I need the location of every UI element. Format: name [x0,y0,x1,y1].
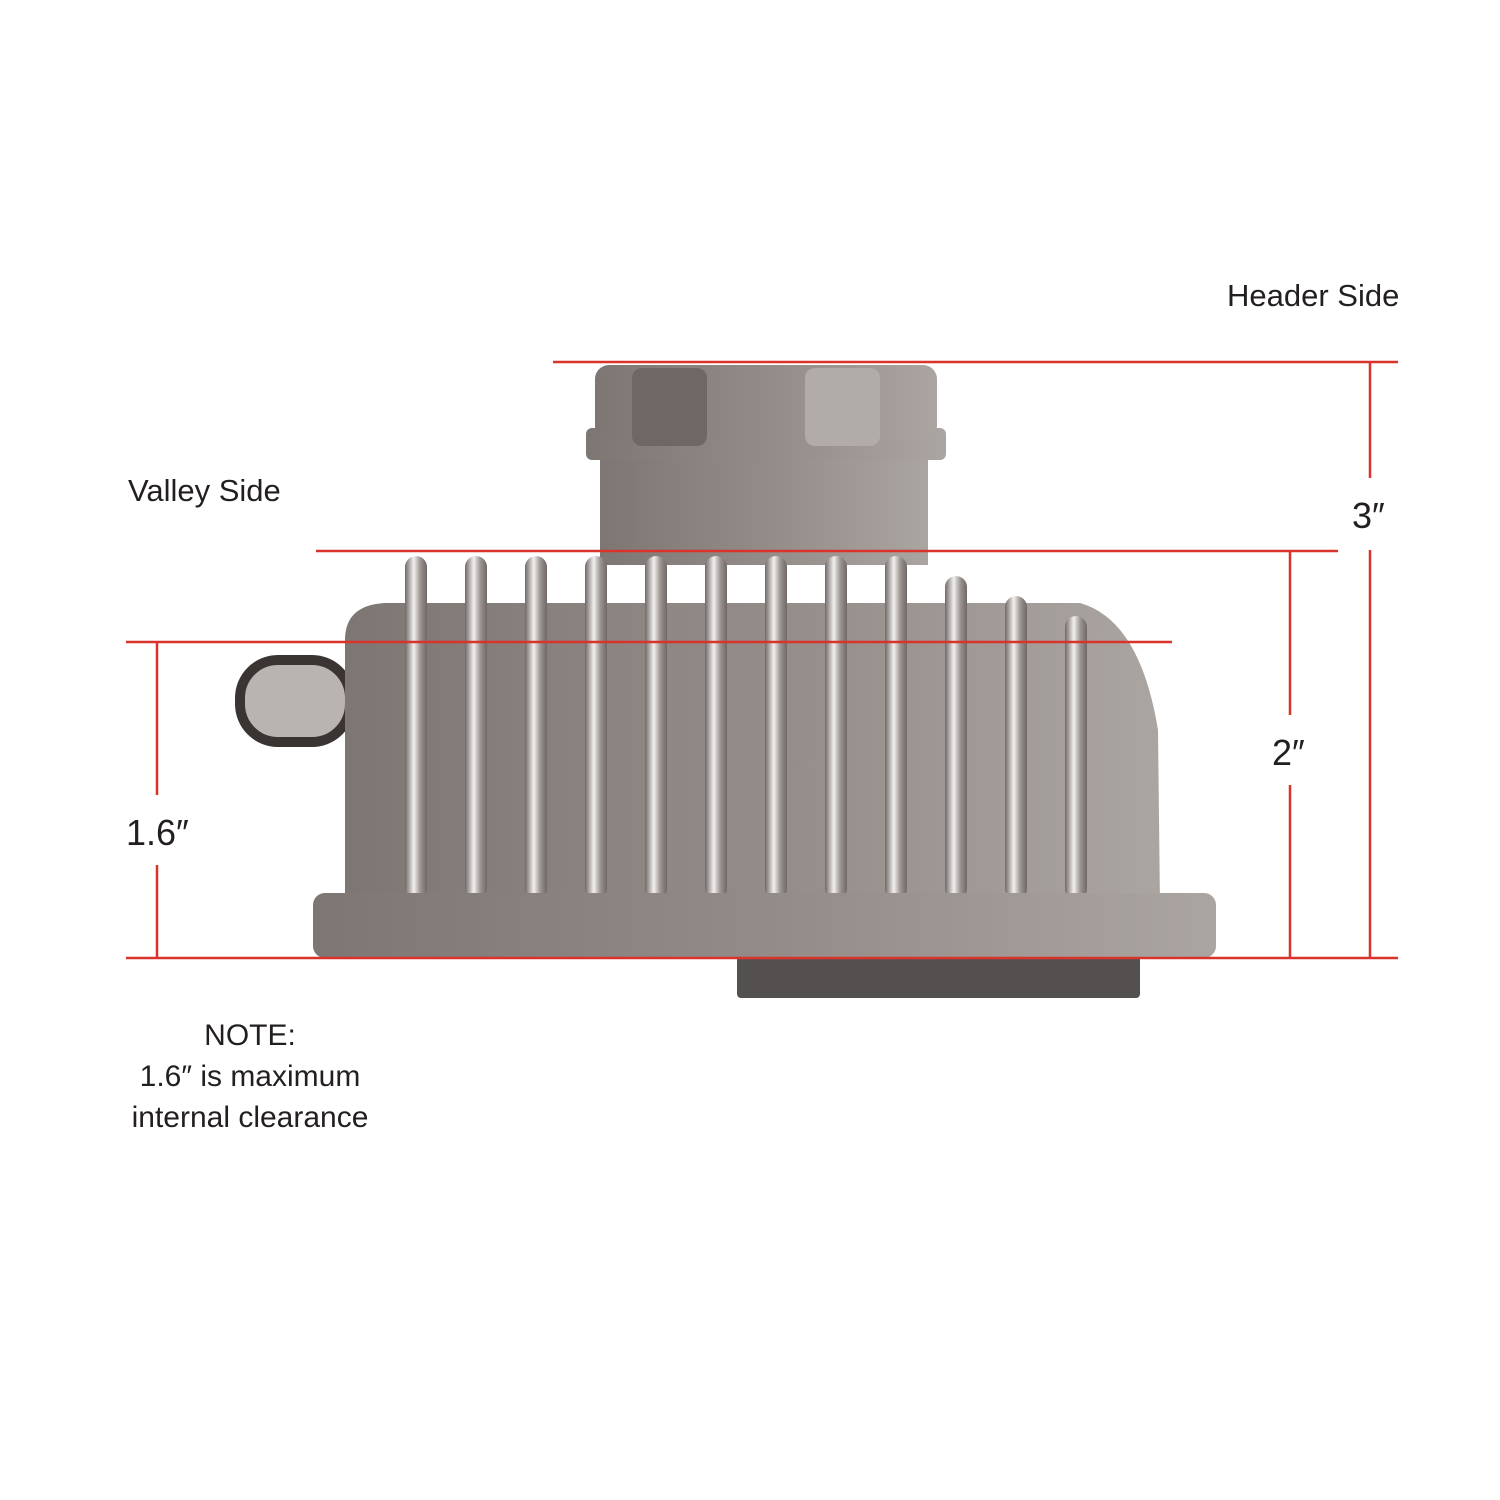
cooling-fin [585,556,607,900]
header-side-label: Header Side [1227,278,1400,313]
oil-cap-neck [600,455,928,565]
cooling-fin [885,556,907,900]
cooling-fin [645,556,667,900]
note-line-2: internal clearance [131,1101,369,1134]
cooling-fin [1005,596,1027,900]
valley-side-label: Valley Side [128,473,281,508]
cooling-fin [705,556,727,900]
cooling-fin [825,556,847,900]
dim-label-1-6in: 1.6″ [126,812,189,853]
valve-cover [235,365,1216,998]
base-flange [313,893,1216,958]
gasket [737,955,1140,998]
cooling-fin [1065,616,1087,900]
breather-pipe [235,655,355,747]
dimension-lines [126,360,1398,960]
dim-label-3in: 3″ [1352,495,1385,536]
cooling-fin [765,556,787,900]
cooling-fin [945,576,967,900]
dim-label-2in: 2″ [1272,732,1305,773]
note-line-1: 1.6″ is maximum [139,1060,361,1093]
note-title: NOTE: [204,1019,296,1052]
clearance-note: NOTE: 1.6″ is maximum internal clearance [100,1015,400,1138]
cooling-fin [525,556,547,900]
cooling-fin [405,556,427,900]
cooling-fin [465,556,487,900]
